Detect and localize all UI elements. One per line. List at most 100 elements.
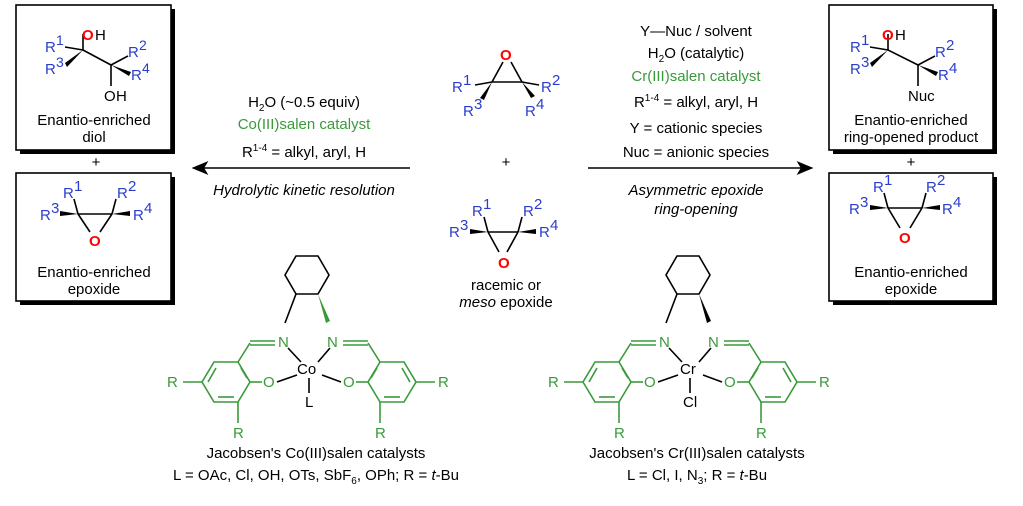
svg-text:O: O (343, 374, 355, 391)
svg-text:O: O (104, 88, 116, 105)
svg-text:1: 1 (884, 172, 892, 189)
svg-text:1: 1 (56, 32, 64, 48)
svg-text:4: 4 (142, 60, 150, 76)
box-diol (15, 4, 175, 154)
svg-text:R: R (128, 44, 139, 61)
svg-text:Co: Co (297, 361, 316, 378)
right-cond-substituents: R1-4 = alkyl, aryl, H (634, 93, 758, 111)
right-caption-2: ring-opening (654, 201, 738, 218)
svg-text:Cr: Cr (680, 361, 696, 378)
svg-text:R: R (117, 185, 128, 202)
svg-text:R: R (926, 179, 937, 196)
svg-text:R: R (523, 203, 534, 220)
svg-text:R: R (935, 44, 946, 61)
svg-text:1: 1 (74, 178, 82, 195)
epoxide-right-label-2: epoxide (885, 281, 938, 298)
cr-salen-structure: N N Cr O O Cl R R R R (548, 255, 830, 442)
svg-text:L: L (305, 394, 313, 411)
svg-text:4: 4 (953, 194, 961, 211)
svg-text:R: R (133, 207, 144, 224)
box-ring-opened-product (828, 4, 997, 154)
svg-text:3: 3 (460, 217, 468, 234)
svg-text:R: R (873, 179, 884, 196)
svg-text:R: R (525, 103, 536, 120)
svg-text:3: 3 (861, 54, 869, 71)
svg-text:R: R (233, 425, 244, 442)
svg-text:R: R (45, 61, 56, 78)
epoxide-left-label-2: epoxide (68, 281, 121, 298)
svg-text:H: H (116, 88, 127, 105)
svg-text:2: 2 (937, 172, 945, 189)
svg-text:R: R (45, 39, 56, 56)
svg-text:R: R (539, 224, 550, 241)
epoxide-left-structure: O R 1 R 3 R 2 R 4 (40, 178, 152, 250)
svg-text:R: R (463, 103, 474, 120)
svg-text:O: O (899, 230, 911, 247)
svg-text:3: 3 (51, 200, 59, 217)
svg-text:3: 3 (860, 194, 868, 211)
plus-left-boxes: + (92, 154, 101, 171)
left-cond-catalyst: Co(III)salen catalyst (238, 116, 371, 133)
co-salen-structure: N N Co O O L R R R R (167, 255, 449, 442)
svg-text:R: R (819, 374, 830, 391)
svg-text:R: R (541, 79, 552, 96)
svg-text:O: O (644, 374, 656, 391)
svg-text:R: R (452, 79, 463, 96)
svg-text:1: 1 (463, 72, 471, 89)
left-cond-substituents: R1-4 = alkyl, aryl, H (242, 143, 366, 161)
plus-center: + (502, 154, 511, 171)
center-caption-1: racemic or (471, 277, 541, 294)
svg-text:1: 1 (483, 196, 491, 213)
svg-text:H: H (95, 27, 106, 44)
svg-text:2: 2 (534, 196, 542, 213)
svg-text:R: R (40, 207, 51, 224)
right-cond-water: H2O (catalytic) (648, 45, 744, 65)
center-caption-2: meso epoxide (459, 294, 552, 311)
central-epoxide-top: O R 1 R 3 R 2 R 4 (452, 47, 560, 120)
svg-text:Cl: Cl (683, 394, 697, 411)
right-cond-nuc: Nuc = anionic species (623, 144, 769, 161)
svg-text:N: N (278, 334, 289, 351)
svg-text:4: 4 (949, 60, 957, 77)
left-caption: Hydrolytic kinetic resolution (213, 182, 395, 199)
cr-catalyst-ligands: L = Cl, I, N3; R = t-Bu (627, 467, 767, 487)
svg-text:O: O (89, 233, 101, 250)
svg-text:R: R (131, 67, 142, 84)
svg-text:R: R (614, 425, 625, 442)
product-label-1: Enantio-enriched (854, 112, 967, 129)
svg-text:R: R (63, 185, 74, 202)
svg-text:H: H (895, 27, 906, 44)
svg-text:O: O (500, 47, 512, 64)
diol-label-2: diol (82, 129, 105, 146)
diol-label-1: Enantio-enriched (37, 112, 150, 129)
plus-right-boxes: + (907, 154, 916, 171)
ring-opened-structure: O H R 1 R 3 R 2 R 4 Nuc (850, 27, 957, 105)
svg-text:1: 1 (861, 32, 869, 49)
svg-text:4: 4 (536, 96, 544, 113)
svg-text:Nuc: Nuc (908, 88, 935, 105)
svg-text:N: N (327, 334, 338, 351)
svg-text:2: 2 (139, 37, 147, 53)
svg-text:R: R (942, 201, 953, 218)
svg-text:R: R (850, 61, 861, 78)
svg-text:2: 2 (552, 72, 560, 89)
svg-text:4: 4 (550, 217, 558, 234)
svg-text:O: O (498, 255, 510, 272)
right-cond-catalyst: Cr(III)salen catalyst (631, 68, 761, 85)
epoxide-left-label-1: Enantio-enriched (37, 264, 150, 281)
central-epoxide-bottom: O R 1 R 3 R 2 R 4 (449, 196, 558, 272)
svg-text:R: R (167, 374, 178, 391)
diol-structure: O H R 1 R 3 R 2 R 4 O H (45, 27, 150, 105)
svg-text:3: 3 (56, 54, 64, 70)
box-epoxide-left (15, 172, 175, 305)
svg-text:R: R (449, 224, 460, 241)
svg-text:O: O (263, 374, 275, 391)
svg-text:R: R (938, 67, 949, 84)
epoxide-right-structure: O R 1 R 3 R 2 R 4 (849, 172, 961, 247)
svg-text:N: N (659, 334, 670, 351)
svg-text:R: R (438, 374, 449, 391)
svg-text:O: O (882, 27, 894, 44)
product-label-2: ring-opened product (844, 129, 979, 146)
right-cond-nucleophile: Y—Nuc / solvent (640, 23, 753, 40)
